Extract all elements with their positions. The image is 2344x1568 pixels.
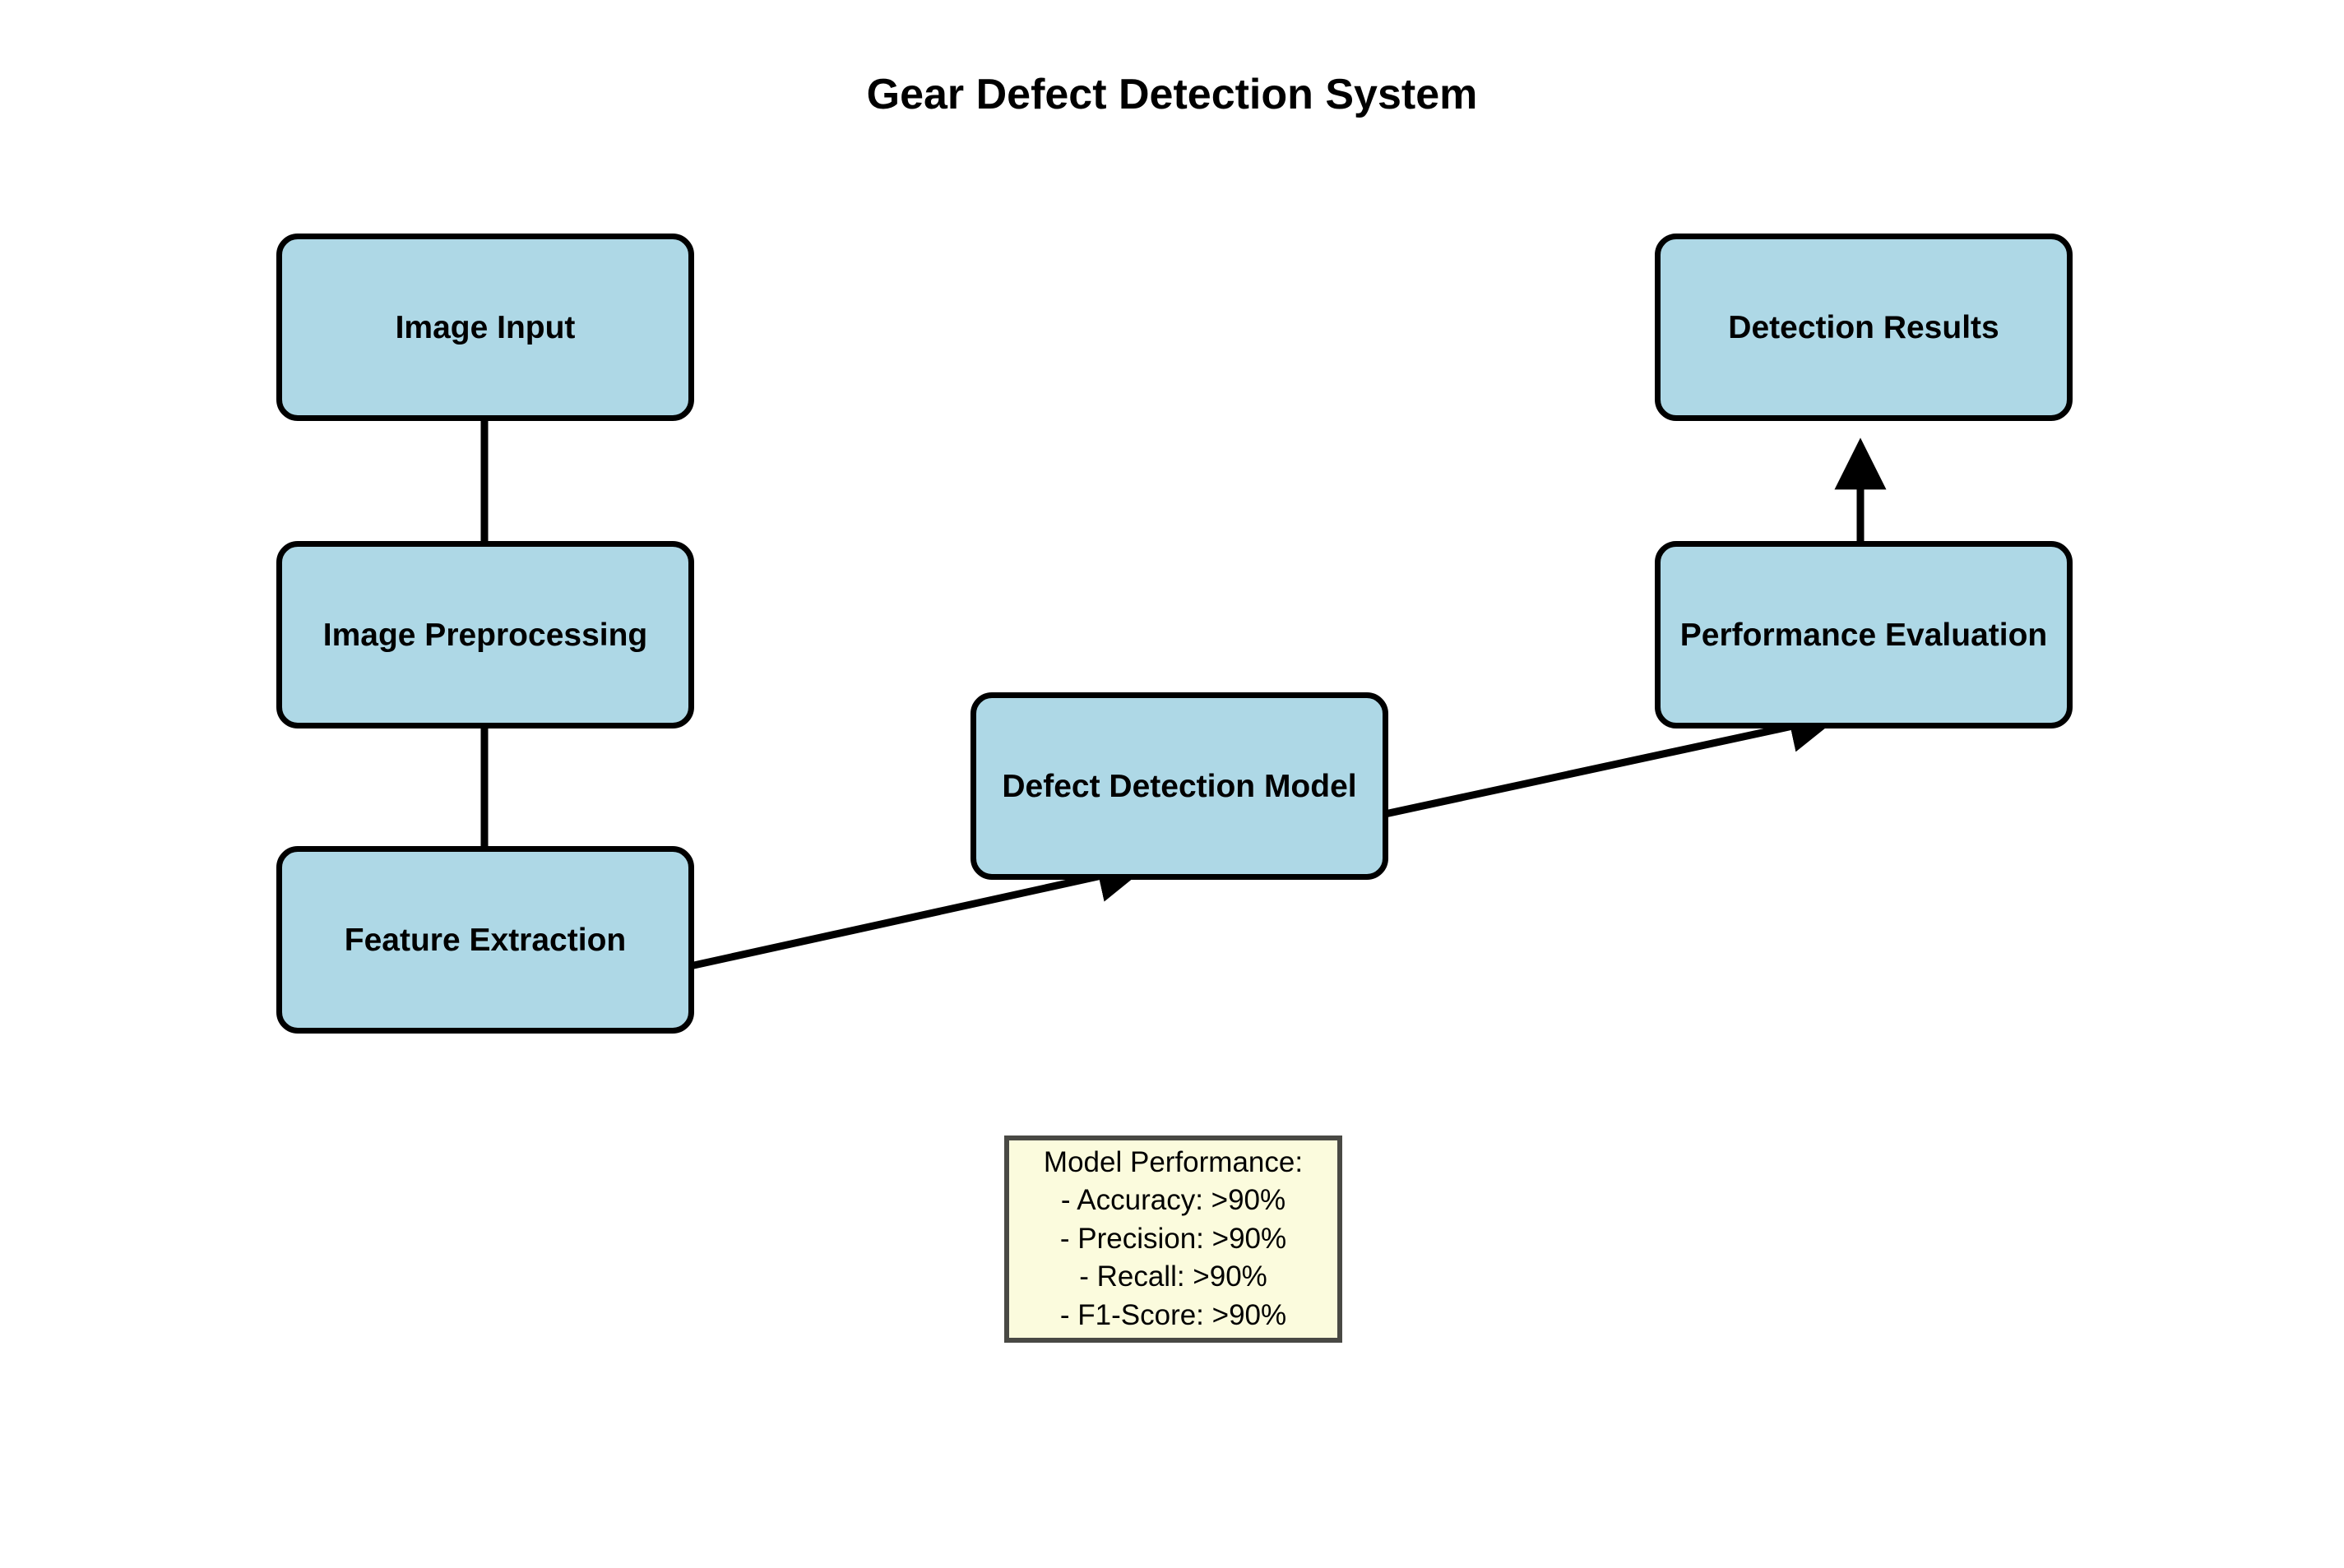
node-detection-results[interactable]: Detection Results bbox=[1655, 234, 2073, 421]
node-image-preprocessing[interactable]: Image Preprocessing bbox=[276, 541, 694, 728]
node-image-input[interactable]: Image Input bbox=[276, 234, 694, 421]
note-line-recall: - Recall: >90% bbox=[1079, 1260, 1267, 1293]
node-feature-extraction-label: Feature Extraction bbox=[344, 922, 627, 958]
node-feature-extraction[interactable]: Feature Extraction bbox=[276, 846, 694, 1034]
note-line-precision: - Precision: >90% bbox=[1059, 1222, 1287, 1255]
model-performance-note: Model Performance: - Accuracy: >90% - Pr… bbox=[1004, 1136, 1342, 1343]
note-line-f1-score: - F1-Score: >90% bbox=[1059, 1298, 1287, 1331]
node-performance-evaluation-label: Performance Evaluation bbox=[1679, 617, 2048, 653]
node-defect-detection-model-label: Defect Detection Model bbox=[1002, 768, 1357, 804]
note-line-accuracy: - Accuracy: >90% bbox=[1060, 1184, 1286, 1217]
node-defect-detection-model[interactable]: Defect Detection Model bbox=[970, 692, 1388, 880]
page-title: Gear Defect Detection System bbox=[866, 71, 1478, 118]
node-image-preprocessing-label: Image Preprocessing bbox=[322, 617, 648, 653]
node-image-input-label: Image Input bbox=[395, 309, 576, 345]
node-performance-evaluation[interactable]: Performance Evaluation bbox=[1655, 541, 2073, 728]
note-line-heading: Model Performance: bbox=[1043, 1145, 1304, 1178]
node-detection-results-label: Detection Results bbox=[1728, 309, 1999, 345]
